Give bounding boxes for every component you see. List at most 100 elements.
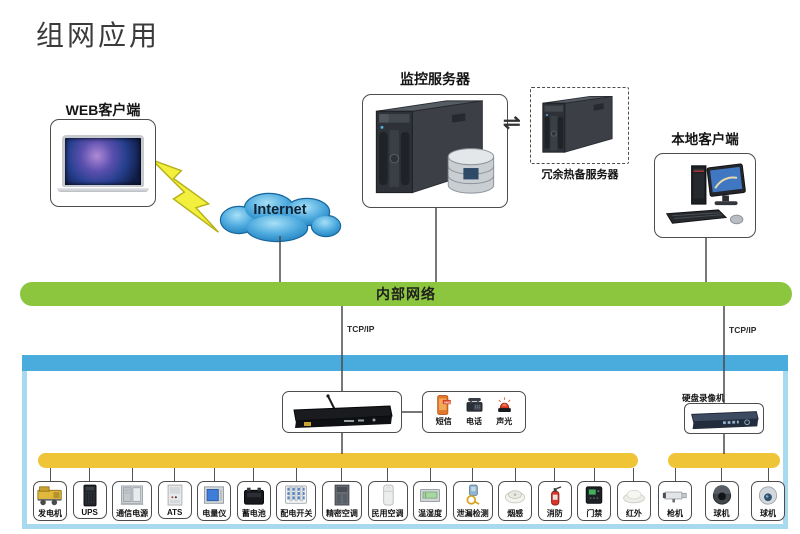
device-label: 球机 xyxy=(713,509,730,518)
device-label: 配电开关 xyxy=(280,509,313,518)
field-bus-bar xyxy=(22,355,788,371)
monitoring-host-icon xyxy=(293,394,393,428)
ups-icon xyxy=(77,484,103,507)
device-box: 发电机 xyxy=(33,481,67,521)
device-label: 消防 xyxy=(546,509,563,518)
beacon-icon xyxy=(495,394,514,416)
connector-line xyxy=(633,468,635,481)
device-label: 红外 xyxy=(625,509,642,518)
device-box: 电量仪 xyxy=(197,481,232,521)
connector-line xyxy=(387,468,388,481)
connector-line xyxy=(174,468,176,481)
breaker-icon xyxy=(283,484,309,507)
device-node: 配电开关 xyxy=(276,468,317,521)
precision-ac-icon xyxy=(329,484,355,507)
device-node: 精密空调 xyxy=(321,468,362,521)
device-node: 民用空调 xyxy=(367,468,408,521)
camera-row: 枪机 球机 球机 xyxy=(658,468,785,521)
laptop-base xyxy=(57,187,149,192)
device-box: 蓄电池 xyxy=(236,481,271,521)
device-node: 门禁 xyxy=(577,468,612,521)
monitoring-host-box xyxy=(282,391,402,433)
connector-line xyxy=(131,468,133,481)
device-label: UPS xyxy=(81,508,98,517)
smoke-sensor-icon xyxy=(502,484,528,507)
cloud-icon xyxy=(219,192,342,243)
device-node: 通信电源 xyxy=(112,468,153,521)
device-label: 精密空调 xyxy=(325,509,358,518)
infrared-icon xyxy=(621,484,647,507)
device-box: 球机 xyxy=(751,481,785,521)
alarm-output-label: 电话 xyxy=(466,417,482,426)
device-node: 球机 xyxy=(704,468,739,521)
generator-icon xyxy=(37,484,63,507)
device-node: 蓄电池 xyxy=(236,468,271,521)
page-title: 组网应用 xyxy=(36,20,161,51)
device-box: 精密空调 xyxy=(321,481,362,521)
device-node: ATS xyxy=(157,468,192,521)
standby-server-box xyxy=(530,87,629,164)
connector-line xyxy=(253,468,255,481)
alarm-output-label: 短信 xyxy=(435,417,452,426)
device-label: 泄漏检测 xyxy=(456,509,489,518)
dvr-box xyxy=(684,403,764,434)
tcpip-label-left: TCP/IP xyxy=(347,324,375,334)
dvr-icon xyxy=(691,410,759,429)
device-node: 枪机 xyxy=(658,468,692,521)
connector-line xyxy=(89,468,91,481)
connector-line xyxy=(721,468,722,481)
access-control-icon xyxy=(581,484,607,507)
standby-server-label: 冗余热备服务器 xyxy=(541,169,619,181)
device-label: 通信电源 xyxy=(116,509,149,518)
connector-line xyxy=(295,468,297,481)
device-label: 枪机 xyxy=(667,509,683,518)
web-client-box xyxy=(50,119,156,207)
device-box: 枪机 xyxy=(658,481,692,521)
tcpip-label-right: TCP/IP xyxy=(729,325,757,335)
device-label: 蓄电池 xyxy=(241,509,266,518)
device-label: 温湿度 xyxy=(418,509,443,518)
device-node: 发电机 xyxy=(33,468,67,521)
device-label: 球机 xyxy=(760,509,776,518)
connector-line xyxy=(213,468,215,481)
standby-server-icon xyxy=(541,95,613,153)
dome-camera-dark-icon xyxy=(709,484,735,507)
connector-line xyxy=(429,468,431,481)
power-meter-icon xyxy=(201,484,227,507)
internal-network-label: 内部网络 xyxy=(376,286,436,302)
device-label: ATS xyxy=(166,508,183,517)
alarm-output-label: 声光 xyxy=(496,417,513,426)
device-node: 温湿度 xyxy=(413,468,448,521)
device-node: 泄漏检测 xyxy=(452,468,493,521)
device-box: 消防 xyxy=(537,481,572,521)
device-box: 民用空调 xyxy=(367,481,408,521)
box-camera-icon xyxy=(662,484,688,507)
desktop-pc-icon xyxy=(665,163,746,225)
comm-power-icon xyxy=(119,484,145,507)
lightning-icon xyxy=(151,159,219,233)
device-box: 通信电源 xyxy=(112,481,153,521)
laptop-screen xyxy=(62,134,144,187)
connector-line xyxy=(514,468,516,481)
failover-exchange-symbol: ⇌ xyxy=(503,111,521,134)
device-label: 民用空调 xyxy=(371,509,404,518)
device-box: 配电开关 xyxy=(276,481,317,521)
device-box: 红外 xyxy=(616,481,651,521)
connector-line xyxy=(49,468,51,481)
sms-phone-icon: SMS xyxy=(434,394,453,416)
temp-humidity-icon xyxy=(417,484,443,507)
device-label: 烟感 xyxy=(507,509,524,518)
connector-line xyxy=(341,468,343,481)
device-box: 泄漏检测 xyxy=(452,481,493,521)
alarm-output-item: 电话 xyxy=(465,394,484,427)
device-node: 消防 xyxy=(537,468,572,521)
device-box: 门禁 xyxy=(577,481,612,521)
device-row: 发电机 UPS 通信电源 ATS 电量仪蓄电池 配电开关 精密空调 民用空调 温湿度 泄漏检测 烟感… xyxy=(33,468,651,521)
laptop-icon xyxy=(57,134,149,192)
connector-line xyxy=(472,468,474,481)
device-box: ATS xyxy=(157,481,192,519)
dvr-label: 硬盘录像机 xyxy=(682,393,725,403)
internal-network-bar: 内部网络 xyxy=(20,282,792,306)
